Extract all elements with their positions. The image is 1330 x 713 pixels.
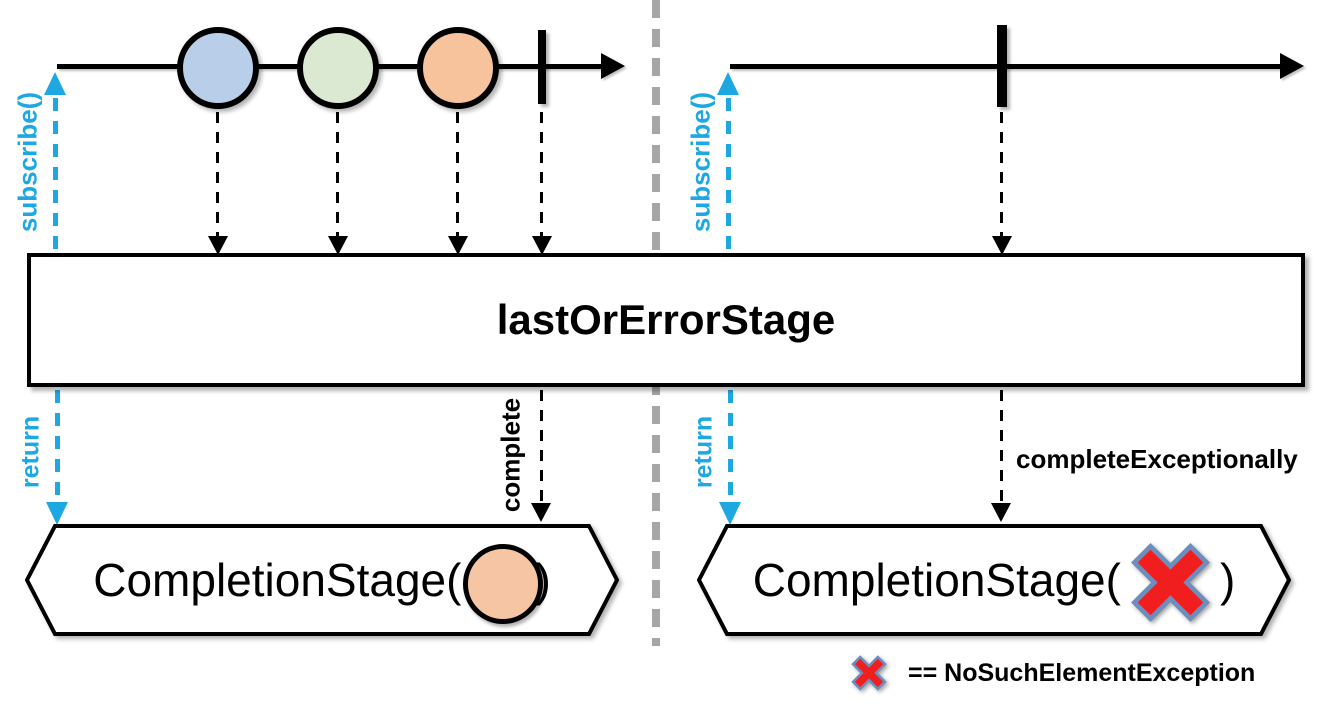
emission-arrowhead-icon [448, 236, 468, 255]
right-timeline-arrowhead-icon [1280, 53, 1304, 79]
right-result: CompletionStage( ) [697, 524, 1291, 636]
left-timeline-arrowhead-icon [601, 53, 625, 79]
left-return-arrowhead-icon [46, 502, 68, 525]
left-subscribe-arrow-line [53, 98, 58, 250]
complete-arrowhead-icon [532, 236, 552, 255]
result-orange-marble-icon [463, 544, 544, 624]
right-return-arrowhead-icon [719, 502, 741, 525]
left-subscribe-arrowhead-icon [44, 72, 66, 95]
complete-arrow-line [540, 112, 543, 236]
right-subscribe-arrow-line [726, 98, 731, 250]
right-return-label: return [689, 415, 718, 489]
left-return-arrow-line [55, 390, 60, 502]
emission-arrow-line [456, 112, 459, 236]
right-error-signal-arrowhead-icon [991, 503, 1011, 522]
right-result-prefix: CompletionStage( [752, 554, 1121, 606]
error-cross-icon [1130, 542, 1210, 622]
emission-arrowhead-icon [208, 236, 228, 255]
legend: == NoSuchElementException [848, 650, 1255, 696]
left-completionstage-hexagon [25, 524, 619, 636]
right-complete-arrow-line [1000, 112, 1003, 236]
left-complete-bar-icon [538, 30, 546, 104]
left-result: CompletionStage( ) [25, 524, 619, 636]
legend-text: == NoSuchElementException [908, 658, 1256, 687]
right-complete-bar-icon [997, 25, 1007, 107]
right-error-signal-line [1000, 390, 1003, 503]
error-cross-icon [851, 655, 887, 691]
right-error-signal-label: completeExceptionally [1016, 444, 1298, 474]
right-return-arrow-line [728, 390, 733, 502]
left-return-label: return [16, 415, 45, 489]
right-result-suffix: ) [1219, 554, 1236, 606]
left-complete-signal-label: complete [495, 397, 526, 513]
emission-arrowhead-icon [328, 236, 348, 255]
operator-box: lastOrErrorStage [27, 253, 1305, 387]
emission-arrow-line [216, 112, 219, 236]
emission-arrow-line [336, 112, 339, 236]
operator-label: lastOrErrorStage [496, 296, 836, 343]
orange-marble-icon [417, 27, 499, 109]
left-complete-signal-line [540, 390, 543, 503]
right-complete-arrowhead-icon [992, 236, 1012, 255]
right-subscribe-label: subscribe() [685, 91, 716, 233]
left-subscribe-label: subscribe() [12, 91, 43, 233]
right-subscribe-arrowhead-icon [717, 72, 739, 95]
left-result-prefix: CompletionStage( [93, 554, 462, 606]
blue-marble-icon [177, 27, 259, 109]
left-complete-signal-arrowhead-icon [531, 503, 551, 522]
green-marble-icon [297, 27, 379, 109]
